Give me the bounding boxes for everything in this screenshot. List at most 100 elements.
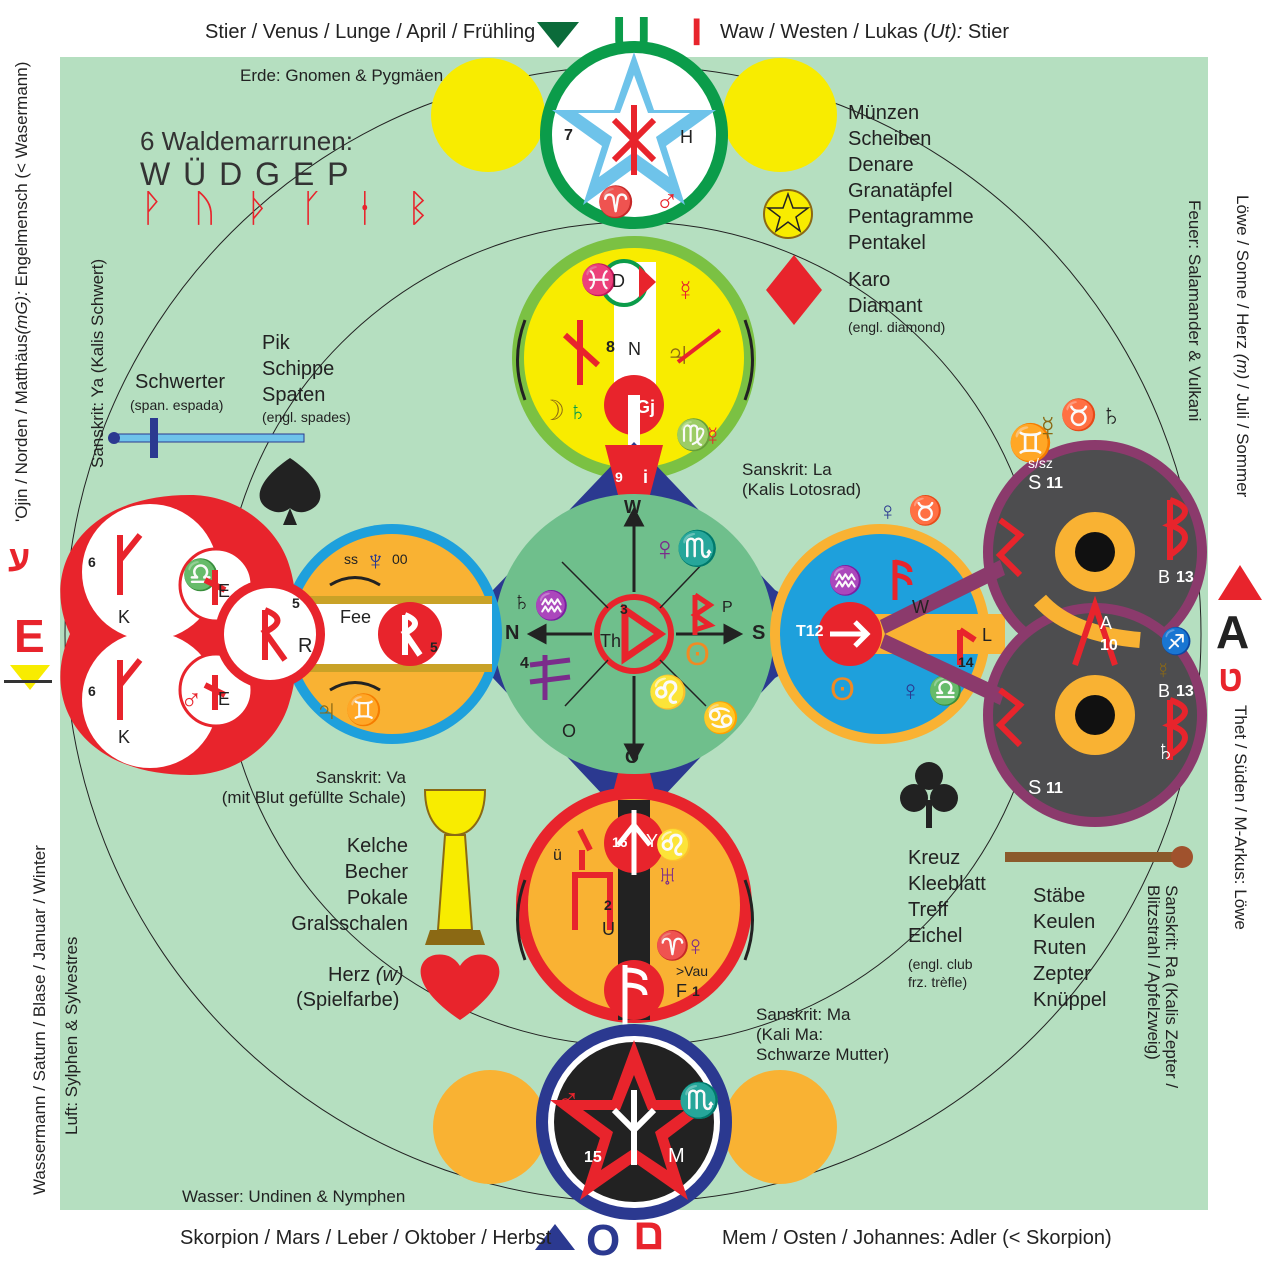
left-letter: E xyxy=(14,612,45,660)
bottom-left-edge: Skorpion / Mars / Leber / Oktober / Herb… xyxy=(180,1228,551,1249)
a-label: A xyxy=(1100,614,1112,633)
right-outer-edge: Löwe / Sonne / Herz (m) / Juli / Sommer xyxy=(1232,195,1252,497)
sanskrit-la-1: (Kalis Lotosrad) xyxy=(742,480,861,500)
nine-label: 9 xyxy=(615,470,623,485)
svg-text:♀: ♀ xyxy=(652,530,678,568)
svg-text:☽: ☽ xyxy=(540,395,565,426)
top-hebrew: ו xyxy=(690,8,703,54)
two-label: 2 xyxy=(604,898,612,913)
eleven-bottom: 11 xyxy=(1046,781,1063,798)
mars-icon: ♂ xyxy=(655,183,679,219)
water-label: Wasser: Undinen & Nymphen xyxy=(182,1188,405,1206)
left-outer-end: Engelmensch (< Wasermann) xyxy=(12,62,31,291)
coins-1: Scheiben xyxy=(848,126,974,152)
svg-text:♀: ♀ xyxy=(878,496,898,526)
right-inner-lower: Sanskrit: Ra (Kalis Zepter / Blitzstrahl… xyxy=(1144,885,1180,1135)
top-right-italic: (Ut): xyxy=(923,21,962,43)
wands-1: Keulen xyxy=(1033,909,1106,935)
sanskrit-ma-1: (Kali Ma: xyxy=(756,1025,889,1045)
t12-label: T12 xyxy=(796,624,824,641)
center-label: Th xyxy=(600,632,621,651)
wands-2: Ruten xyxy=(1033,935,1106,961)
svg-text:♆: ♆ xyxy=(365,545,386,576)
center-p-letter: P xyxy=(722,600,733,617)
fifteen-label: 15 xyxy=(584,1150,602,1167)
svg-text:♊: ♊ xyxy=(345,692,382,727)
dir-o: O xyxy=(625,748,639,767)
coins-4: Pentagramme xyxy=(848,204,974,230)
diamond-list: Karo Diamant xyxy=(848,267,922,319)
clubs-2: Treff xyxy=(908,897,986,923)
sanskrit-va: Sanskrit: Va (mit Blut gefüllte Schale) xyxy=(200,768,406,808)
svg-text:♀: ♀ xyxy=(685,930,706,961)
s-top: S xyxy=(1028,473,1041,494)
center-num: 3 xyxy=(620,602,628,617)
spades-note: (engl. spades) xyxy=(262,410,351,425)
svg-text:♌: ♌ xyxy=(655,827,692,862)
svg-text:♏: ♏ xyxy=(678,1081,720,1120)
left-inner-upper: Sanskrit: Ya (Kalis Schwert) xyxy=(88,259,108,468)
left-lower-edge: Wassermann / Saturn / Blase / Januar / W… xyxy=(30,845,50,1195)
fee-label: Fee xyxy=(340,608,371,627)
svg-text:♃: ♃ xyxy=(315,694,338,727)
left-inner-lower: Luft: Sylphen & Sylvestres xyxy=(62,937,82,1135)
earth-label: Erde: Gnomen & Pygmäen xyxy=(240,67,443,85)
svg-text:♄: ♄ xyxy=(1155,735,1176,766)
yellow-circle-left xyxy=(431,58,545,172)
svg-text:♄: ♄ xyxy=(512,586,532,616)
svg-text:♏: ♏ xyxy=(676,529,718,568)
wands-list: Stäbe Keulen Ruten Zepter Knüppel xyxy=(1033,883,1106,1013)
swords-label: Schwerter xyxy=(135,372,225,393)
sanskrit-va-1: (mit Blut gefüllte Schale) xyxy=(200,788,406,808)
sanskrit-ma-0: Sanskrit: Ma xyxy=(756,1005,889,1025)
svg-text:♉: ♉ xyxy=(1060,397,1097,432)
thirteen-bottom: 13 xyxy=(1176,684,1194,701)
pentacle-icon xyxy=(764,190,812,238)
svg-text:☿: ☿ xyxy=(703,421,723,451)
svg-text:♄: ♄ xyxy=(1100,399,1123,432)
dir-s: S xyxy=(752,623,765,644)
b-top: B xyxy=(1158,568,1170,587)
yellow-num: 8 xyxy=(606,340,615,357)
clubs-list: Kreuz Kleeblatt Treff Eichel xyxy=(908,845,986,949)
heart-italic: (w) xyxy=(376,964,404,986)
l-label: L xyxy=(982,626,992,645)
letter-o-glyph: O xyxy=(586,1216,620,1259)
heart-text: Herz xyxy=(328,964,370,986)
clubs-note: (engl. club frz. trèfle) xyxy=(908,955,973,991)
clubs-0: Kreuz xyxy=(908,845,986,871)
k-top: K xyxy=(118,608,130,627)
six-top: 6 xyxy=(88,555,96,570)
coins-2: Denare xyxy=(848,152,974,178)
coins-5: Pentakel xyxy=(848,230,974,256)
i-label: i xyxy=(643,468,648,487)
svg-text:♐: ♐ xyxy=(1160,626,1192,656)
heart-label: Herz (w) xyxy=(328,965,404,986)
runes-glyphs: ᚹ ᚢ ᚦ ᚴ ᛂ ᛒ xyxy=(140,190,440,230)
left-outer-edge: 'Ojin / Norden / Matthäus(mG): Engelmens… xyxy=(12,62,32,522)
sanskrit-ma: Sanskrit: Ma (Kali Ma: Schwarze Mutter) xyxy=(756,1005,889,1065)
cups-list: Kelche Becher Pokale Gralsschalen xyxy=(290,833,408,937)
bottom-right-edge: Mem / Osten / Johannes: Adler (< Skorpio… xyxy=(722,1228,1112,1249)
right-outer-italic: (m) xyxy=(1233,354,1252,379)
red-triangle-icon xyxy=(1218,565,1262,600)
cups-2: Pokale xyxy=(290,885,408,911)
coins-3: Granatäpfel xyxy=(848,178,974,204)
svg-text:☿: ☿ xyxy=(675,275,696,306)
right-outer-text: Löwe / Sonne / Herz xyxy=(1233,195,1252,349)
right-lower-edge: Thet / Süden / M-Arkus: Löwe xyxy=(1230,705,1250,930)
clubs-note-1: frz. trèfle) xyxy=(908,973,973,991)
aries-icon: ♈ xyxy=(597,184,634,219)
top-letter: H xyxy=(680,128,693,147)
top-right-end: Stier xyxy=(962,21,1009,43)
coins-list: Münzen Scheiben Denare Granatäpfel Penta… xyxy=(848,100,974,256)
wands-3: Zepter xyxy=(1033,961,1106,987)
ten-label: 10 xyxy=(1100,638,1118,655)
svg-text:☿: ☿ xyxy=(1155,658,1172,683)
wands-0: Stäbe xyxy=(1033,883,1106,909)
clubs-3: Eichel xyxy=(908,923,986,949)
eleven-top: 11 xyxy=(1046,476,1063,493)
sixteen-label: 16 xyxy=(612,835,628,850)
s-bottom: S xyxy=(1028,778,1041,799)
